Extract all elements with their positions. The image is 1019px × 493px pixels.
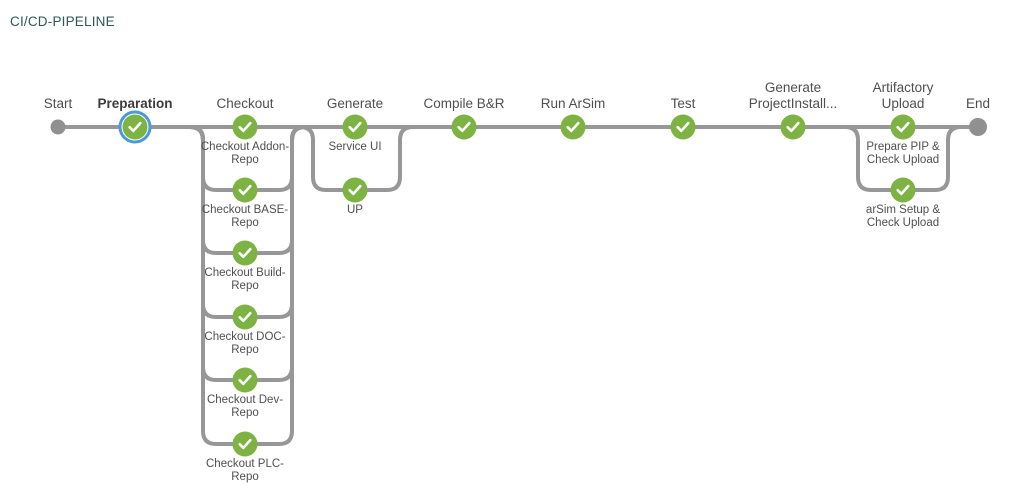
stage-label-compile-br[interactable]: Compile B&R (423, 96, 505, 111)
stage-label-start[interactable]: Start (43, 96, 73, 111)
branch-label-service-ui[interactable]: Service UI (328, 141, 382, 153)
end-node-dot[interactable] (969, 118, 987, 136)
check-icon (348, 121, 362, 133)
stage-label-generate-projectinstall[interactable]: Generate ProjectInstall... (748, 80, 838, 111)
branch-label-checkout-base-repo[interactable]: Checkout BASE- Repo (201, 204, 289, 229)
status-circle (890, 114, 916, 140)
check-icon (128, 121, 142, 133)
stage-label-checkout[interactable]: Checkout (216, 96, 274, 111)
stage-label-end[interactable]: End (965, 96, 991, 111)
stage-label-run-arsim[interactable]: Run ArSim (540, 96, 606, 111)
status-circle (122, 114, 148, 140)
status-circle (342, 114, 368, 140)
branch-node-checkout-base-repo[interactable] (232, 177, 258, 203)
status-circle (232, 304, 258, 330)
branch-label-up[interactable]: UP (347, 204, 363, 216)
check-icon (238, 311, 252, 323)
page-title: CI/CD-PIPELINE (10, 14, 115, 29)
check-icon (348, 184, 362, 196)
branch-node-generate-up[interactable] (342, 177, 368, 203)
check-icon (896, 121, 910, 133)
stage-node-preparation[interactable] (118, 110, 152, 144)
status-circle (232, 114, 258, 140)
stage-node-test[interactable] (670, 114, 696, 140)
status-circle (560, 114, 586, 140)
status-circle (232, 177, 258, 203)
stage-node-run-arsim[interactable] (560, 114, 586, 140)
status-circle (890, 177, 916, 203)
stage-node-compile-br[interactable] (451, 114, 477, 140)
check-icon (238, 438, 252, 450)
status-circle (780, 114, 806, 140)
branch-node-checkout-plc-repo[interactable] (232, 431, 258, 457)
branch-node-checkout-dev-repo[interactable] (232, 367, 258, 393)
status-circle (670, 114, 696, 140)
check-icon (786, 121, 800, 133)
branch-label-checkout-doc-repo[interactable]: Checkout DOC- Repo (204, 331, 286, 356)
status-circle (232, 240, 258, 266)
branch-label-prepare-pip-check-upload[interactable]: Prepare PIP & Check Upload (866, 141, 940, 166)
status-circle (232, 367, 258, 393)
status-circle (451, 114, 477, 140)
check-icon (238, 374, 252, 386)
branch-label-checkout-build-repo[interactable]: Checkout Build- Repo (204, 267, 286, 292)
start-node-dot[interactable] (50, 119, 66, 135)
check-icon (238, 121, 252, 133)
stage-node-generate-projectinstall[interactable] (780, 114, 806, 140)
branch-label-checkout-dev-repo[interactable]: Checkout Dev- Repo (206, 394, 284, 419)
stage-label-artifactory-upload[interactable]: Artifactory Upload (872, 80, 934, 111)
branch-node-checkout-doc-repo[interactable] (232, 304, 258, 330)
stage-label-preparation[interactable]: Preparation (97, 96, 173, 111)
branch-label-arsim-setup-check-upload[interactable]: arSim Setup & Check Upload (865, 204, 941, 229)
stage-node-generate[interactable] (342, 114, 368, 140)
branch-label-checkout-plc-repo[interactable]: Checkout PLC- Repo (206, 458, 284, 483)
stage-node-artifactory-upload[interactable] (890, 114, 916, 140)
check-icon (566, 121, 580, 133)
branch-node-checkout-build-repo[interactable] (232, 240, 258, 266)
stage-node-checkout[interactable] (232, 114, 258, 140)
stage-label-test[interactable]: Test (670, 96, 696, 111)
check-icon (238, 184, 252, 196)
stage-label-generate[interactable]: Generate (326, 96, 384, 111)
check-icon (238, 247, 252, 259)
status-circle (232, 431, 258, 457)
status-circle (342, 177, 368, 203)
branch-label-checkout-addon-repo[interactable]: Checkout Addon- Repo (200, 141, 290, 166)
check-icon (457, 121, 471, 133)
branch-node-arsim-setup-check-upload[interactable] (890, 177, 916, 203)
check-icon (896, 184, 910, 196)
check-icon (676, 121, 690, 133)
